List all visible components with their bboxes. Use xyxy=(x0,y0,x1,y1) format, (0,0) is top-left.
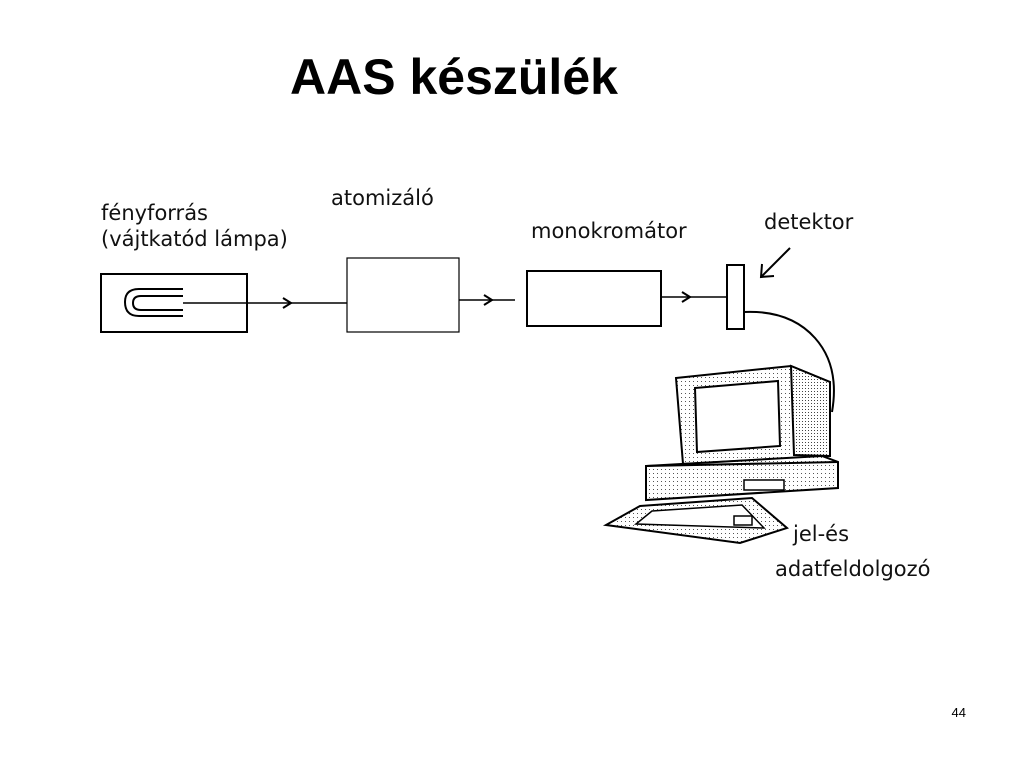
light-source-label-line1: fényforrás xyxy=(101,201,208,225)
detector-pointer-arrow-icon xyxy=(759,247,791,279)
light-beam xyxy=(183,296,727,304)
monochromator-box xyxy=(526,270,662,327)
atomizer-label: atomizáló xyxy=(331,186,434,210)
beam-arrow-icon xyxy=(282,291,692,309)
light-source-label-line2: (vájtkatód lámpa) xyxy=(101,227,288,252)
processor-label-line1: jel-és xyxy=(793,522,850,546)
monochromator-label: monokromátor xyxy=(531,219,687,243)
page-number: 44 xyxy=(951,705,966,720)
slide-title: AAS készülék xyxy=(290,49,618,105)
light-source-label: fényforrás (vájtkatód lámpa) xyxy=(101,200,288,253)
detector-box xyxy=(726,264,745,330)
atomizer-box xyxy=(346,257,460,333)
computer-icon xyxy=(602,364,839,545)
processor-label-line2: adatfeldolgozó xyxy=(775,557,931,581)
detector-cable xyxy=(743,310,835,413)
detector-label: detektor xyxy=(764,210,854,234)
